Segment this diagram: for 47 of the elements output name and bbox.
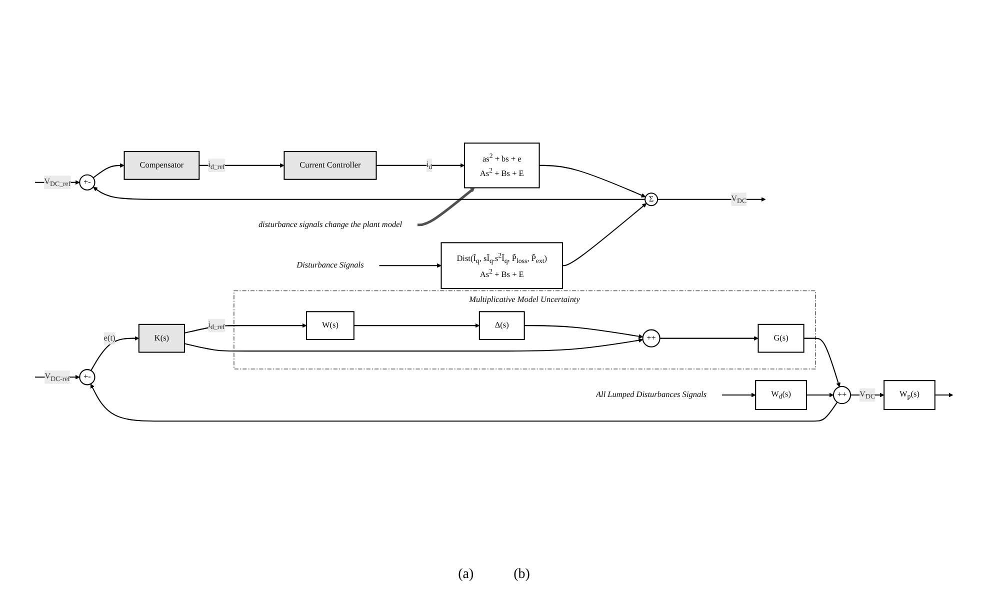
edge-label: V$_{DC_ref}$ [44, 178, 71, 188]
panel-label: (a) [458, 567, 474, 583]
node-box: Current Controller [284, 151, 377, 180]
arrow [92, 164, 124, 179]
arrow [806, 393, 834, 398]
node-text: Disturbance Signals [296, 261, 364, 270]
node-box: as$^{2}$ + bs + e As$^{2}$ + Bs + E [464, 142, 540, 189]
node-box: W(s) [306, 312, 354, 340]
arrow [658, 197, 766, 202]
node-box: K(s) [138, 324, 185, 354]
node-text: All Lumped Disturbances Signals [596, 390, 707, 400]
arrow [660, 336, 758, 341]
node-circle: +- [79, 174, 96, 191]
arrow [524, 325, 644, 339]
arrow [376, 164, 465, 168]
node-box: Dist(Ĩ$_{q}$, sĨ$_{q}$.s$^{2}$Ĩ$_{q}$, P̃$_{loss}$, P̃$_{ext}$) As$^{2}$ + Bs + E [440, 242, 564, 290]
edge-label: V$_{DC}$ [860, 390, 876, 401]
arrow [90, 336, 140, 372]
node-box: Δ(s) [478, 312, 525, 340]
arrow [417, 188, 475, 227]
arrow [184, 338, 644, 352]
edge-label: i$_{d_ref}$ [208, 160, 225, 172]
node-circle: ++ [832, 386, 852, 404]
arrow [539, 165, 646, 198]
panel-label: (b) [514, 567, 530, 583]
arrow [722, 393, 756, 398]
node-circle: +- [79, 369, 96, 386]
arrow [90, 384, 838, 422]
node-circle: ++ [642, 330, 660, 348]
edge-label: V$_{DC}$ [731, 194, 747, 205]
arrow [804, 338, 840, 388]
arrow [562, 204, 647, 266]
arrow [379, 264, 442, 268]
edge-label: i$_{d}$ [426, 160, 432, 172]
node-text: disturbance signals change the plant model [258, 220, 402, 230]
arrow [93, 187, 646, 200]
edge-label: e(t) [104, 334, 116, 343]
arrow [184, 324, 307, 334]
node-box: W$_{p}$(s) [884, 380, 936, 410]
arrow [354, 324, 480, 328]
node-box: G(s) [758, 324, 804, 354]
arrow [934, 393, 954, 398]
node-box: Compensator [124, 151, 200, 180]
node-circle: Σ [644, 192, 658, 207]
node-box: W$_{d}$(s) [755, 380, 807, 410]
edge-label: V$_{DC-ref}$ [44, 372, 70, 383]
edge-label: i$_{d_ref}$ [208, 320, 225, 332]
